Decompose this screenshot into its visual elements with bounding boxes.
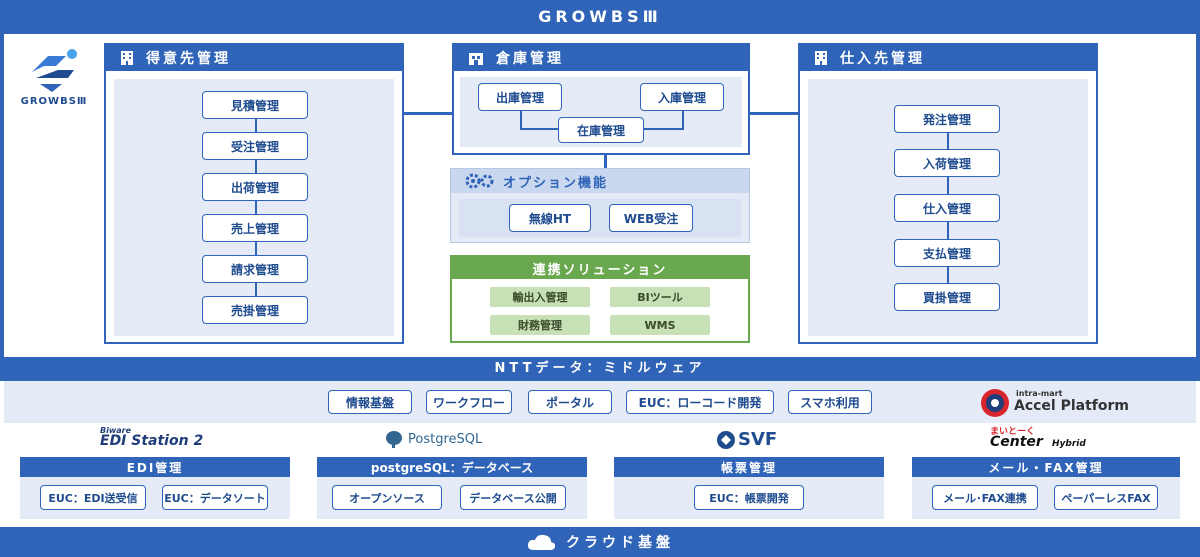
warehouse-line-bottom-left [520,128,560,130]
postgresql-title: postgreSQL：データベース [370,460,534,475]
customer-item-receivable[interactable]: 売掛管理 [202,296,308,324]
building-icon [121,51,133,65]
warehouse-icon [469,53,483,65]
mailfax-link[interactable]: メール･FAX連携 [932,485,1038,510]
intramart-logo-icon [981,389,1009,417]
postgresql-header: postgreSQL：データベース [317,457,587,477]
options-panel: オプション機能 無線HT WEB受注 [450,168,750,243]
supplier-panel: 仕入先管理 発注管理 入荷管理 仕入管理 支払管理 買掛管理 [798,43,1098,344]
customer-panel-header: 得意先管理 [106,45,402,71]
middleware-bar: NTTデータ：ミドルウェア [0,357,1200,381]
options-header: オプション機能 [451,169,749,193]
supplier-item-arrival[interactable]: 入荷管理 [894,149,1000,177]
links-header: 連携ソリューション [452,257,748,279]
cloud-icon [527,534,556,550]
warehouse-stock[interactable]: 在庫管理 [558,117,644,143]
supplier-panel-header: 仕入先管理 [800,45,1096,71]
postgresql-db-publish[interactable]: データベース公開 [460,485,566,510]
middleware-workflow[interactable]: ワークフロー [426,390,512,414]
edi-logo: EDI Station 2 [100,433,204,449]
customer-panel-body [114,79,394,336]
center-logo-sub: Hybrid [1052,439,1086,449]
supplier-item-payment[interactable]: 支払管理 [894,239,1000,267]
growbs-logo-text: GROWBSⅢ [20,96,88,107]
option-wireless-ht[interactable]: 無線HT [509,204,591,232]
warehouse-line-right [682,109,684,129]
edi-euc-sort[interactable]: EUC：データソート [162,485,268,510]
mailfax-title: メール・FAX管理 [988,460,1104,475]
gear-icon [465,173,494,189]
warehouse-panel: 倉庫管理 出庫管理 入庫管理 在庫管理 [452,43,750,155]
top-title-bar: GROWBSⅢ [0,0,1200,34]
link-bi-tool[interactable]: BIツール [610,287,710,307]
edi-euc-send[interactable]: EUC：EDI送受信 [40,485,146,510]
supplier-panel-title: 仕入先管理 [840,51,925,67]
customer-flow-line [255,105,257,315]
postgresql-open-source[interactable]: オープンソース [332,485,442,510]
intramart-small: intra-mart [1016,389,1063,398]
main-frame [0,34,1200,357]
postgresql-elephant-icon [386,431,402,448]
svf-header: 帳票管理 [614,457,884,477]
svf-logo: SVF [738,429,778,450]
link-wms[interactable]: WMS [610,315,710,335]
mailfax-paperless[interactable]: ペーパーレスFAX [1054,485,1158,510]
links-title: 連携ソリューション [532,262,668,278]
middleware-portal[interactable]: ポータル [528,390,612,414]
customer-panel-title: 得意先管理 [146,51,231,67]
edi-title: EDI管理 [126,460,184,475]
svf-euc-form[interactable]: EUC：帳票開発 [694,485,804,510]
customer-item-sales[interactable]: 売上管理 [202,214,308,242]
cloud-footer-title: クラウド基盤 [566,535,674,551]
customer-item-shipping[interactable]: 出荷管理 [202,173,308,201]
links-panel: 連携ソリューション 輸出入管理 BIツール 財務管理 WMS [450,255,750,343]
app-title: GROWBSⅢ [538,7,662,26]
options-body [459,199,741,237]
link-import-export[interactable]: 輸出入管理 [490,287,590,307]
edi-header: EDI管理 [20,457,290,477]
postgresql-logo: PostgreSQL [408,432,483,447]
mailfax-header: メール・FAX管理 [912,457,1180,477]
option-web-order[interactable]: WEB受注 [609,204,693,232]
warehouse-line-left [520,109,522,129]
connector-left [404,112,452,115]
intramart-big: Accel Platform [1014,398,1130,414]
middleware-low-code[interactable]: EUC：ローコード開発 [626,390,774,414]
customer-panel: 得意先管理 見積管理 受注管理 出荷管理 売上管理 請求管理 売掛管理 [104,43,404,344]
center-logo-top: まいとーく [990,427,1036,437]
building-icon [815,51,827,65]
customer-item-order[interactable]: 受注管理 [202,132,308,160]
connector-right [750,112,798,115]
middleware-smartphone[interactable]: スマホ利用 [788,390,872,414]
warehouse-shipping[interactable]: 出庫管理 [478,83,562,111]
svf-title: 帳票管理 [720,460,777,475]
supplier-item-purchase-order[interactable]: 発注管理 [894,105,1000,133]
warehouse-line-bottom-right [642,128,684,130]
middleware-title: NTTデータ：ミドルウェア [494,361,706,376]
warehouse-panel-title: 倉庫管理 [496,51,564,67]
connector-warehouse-options [604,154,607,168]
edi-logo-top: Biware [100,426,131,435]
warehouse-panel-header: 倉庫管理 [454,45,748,71]
supplier-item-payable[interactable]: 買掛管理 [894,283,1000,311]
svf-logo-icon [717,431,735,449]
center-logo: Center [990,434,1043,450]
options-title: オプション機能 [503,175,609,191]
growbs-logo-icon [32,49,77,92]
middleware-info-base[interactable]: 情報基盤 [328,390,412,414]
warehouse-receiving[interactable]: 入庫管理 [640,83,724,111]
link-finance[interactable]: 財務管理 [490,315,590,335]
supplier-item-purchasing[interactable]: 仕入管理 [894,194,1000,222]
customer-item-estimate[interactable]: 見積管理 [202,91,308,119]
customer-item-billing[interactable]: 請求管理 [202,255,308,283]
cloud-footer-bar: クラウド基盤 [0,527,1200,557]
